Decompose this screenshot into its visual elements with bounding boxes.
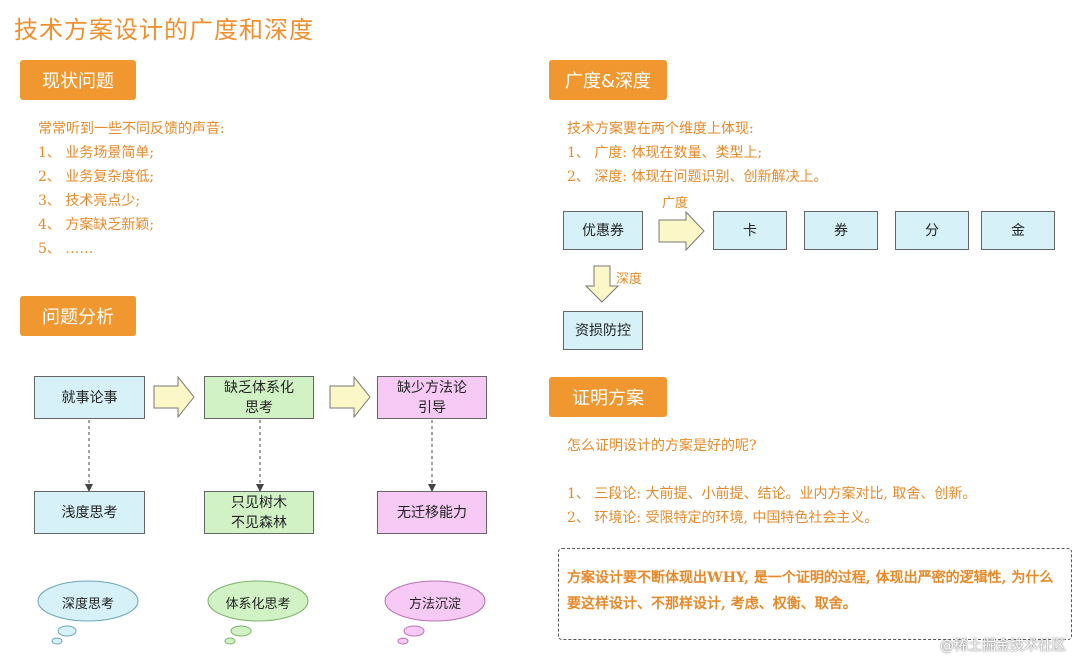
section-tag-current-issues: 现状问题 [20,60,136,100]
box-no-transfer: 无迁移能力 [377,491,487,534]
list-item: 2、 业务复杂度低; [38,169,155,185]
box-cash: 金 [981,211,1055,250]
proof-items: 1、 三段论: 大前提、小前提、结论。业内方案对比, 取舍、创新。 2、 环境论… [567,482,976,530]
watermark: @稀土掘金技术社区 [940,638,1066,654]
block-arrow-2 [329,375,371,419]
proof-question: 怎么证明设计的方案是好的呢? [567,438,757,454]
current-issues-list: 常常听到一些不同反馈的声音: 1、 业务场景简单; 2、 业务复杂度低; 3、 … [38,117,225,261]
box-loss-prevention: 资损防控 [563,311,643,350]
list-item: 1、 广度: 体现在数量、类型上; [567,145,763,161]
section-tag-proof: 证明方案 [549,377,667,417]
depth-arrow [584,265,620,303]
list-item: 5、 …… [38,241,94,257]
depth-label: 深度 [616,272,643,287]
section-tag-analysis: 问题分析 [20,296,136,336]
box-shallow-thinking: 浅度思考 [34,491,145,534]
list-item: 2、 深度: 体现在问题识别、创新解决上。 [567,169,828,185]
block-arrow-1 [153,375,195,419]
proof-note: 方案设计要不断体现出WHY, 是一个证明的过程, 体现出严密的逻辑性, 为什么要… [558,548,1072,640]
breadth-arrow [658,210,705,252]
list-item: 3、 技术亮点少; [38,193,141,209]
box-voucher: 券 [804,211,878,250]
cloud-systematic-thinking [207,580,309,645]
box-points: 分 [895,211,969,250]
box-lack-methodology: 缺少方法论 引导 [377,376,487,419]
page-title: 技术方案设计的广度和深度 [14,16,314,44]
box-coupon: 优惠券 [563,211,643,250]
box-card: 卡 [713,211,787,250]
cloud-label: 方法沉淀 [408,597,461,612]
cloud-label: 深度思考 [61,597,114,612]
cloud-deep-thinking [37,580,139,645]
list-item: 常常听到一些不同反馈的声音: [38,121,225,137]
list-item: 2、 环境论: 受限特定的环境, 中国特色社会主义。 [567,510,879,526]
breadth-depth-list: 技术方案要在两个维度上体现: 1、 广度: 体现在数量、类型上; 2、 深度: … [567,117,828,189]
box-trees-not-forest: 只见树木 不见森林 [204,491,314,534]
box-lack-system: 缺乏体系化 思考 [204,376,314,419]
cloud-method-precipitation [384,580,486,645]
cloud-label: 体系化思考 [225,597,291,612]
list-item: 1、 三段论: 大前提、小前提、结论。业内方案对比, 取舍、创新。 [567,486,977,502]
list-item: 1、 业务场景简单; [38,145,155,161]
list-item: 技术方案要在两个维度上体现: [567,121,754,137]
section-tag-breadth-depth: 广度&深度 [549,60,667,100]
box-ad-hoc: 就事论事 [34,376,145,419]
breadth-label: 广度 [662,196,689,211]
list-item: 4、 方案缺乏新颖; [38,217,155,233]
